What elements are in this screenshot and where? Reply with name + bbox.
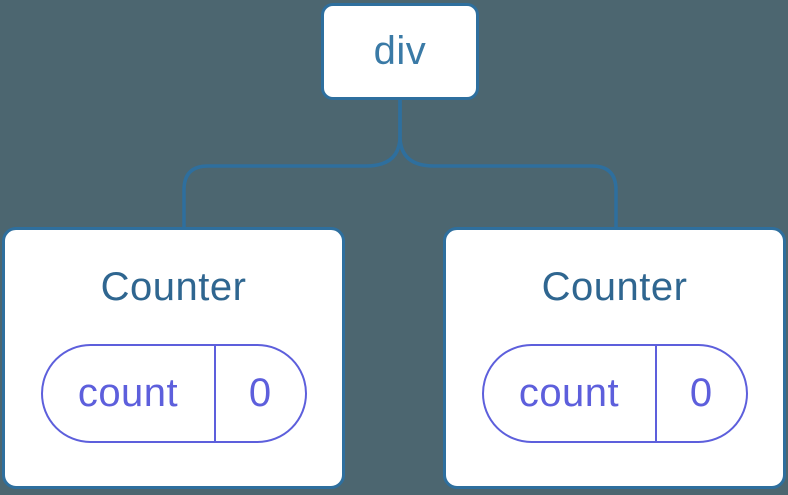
- root-node-label: div: [373, 29, 427, 73]
- state-badge-divider: [213, 346, 216, 441]
- component-name-label: Counter: [100, 265, 247, 309]
- state-badge: count 0: [40, 344, 307, 443]
- tree-node-root: div: [321, 3, 479, 100]
- state-badge: count 0: [481, 344, 748, 443]
- component-name-label: Counter: [541, 265, 688, 309]
- tree-node-counter-left: Counter count 0: [2, 227, 345, 489]
- tree-node-counter-right: Counter count 0: [443, 227, 786, 489]
- state-key-label: count: [77, 371, 179, 415]
- connector-left-branch: [182, 100, 402, 228]
- connector-right-branch: [398, 100, 618, 228]
- state-value-label: 0: [689, 371, 713, 415]
- state-key-label: count: [518, 371, 620, 415]
- state-value-label: 0: [248, 371, 272, 415]
- state-badge-divider: [654, 346, 657, 441]
